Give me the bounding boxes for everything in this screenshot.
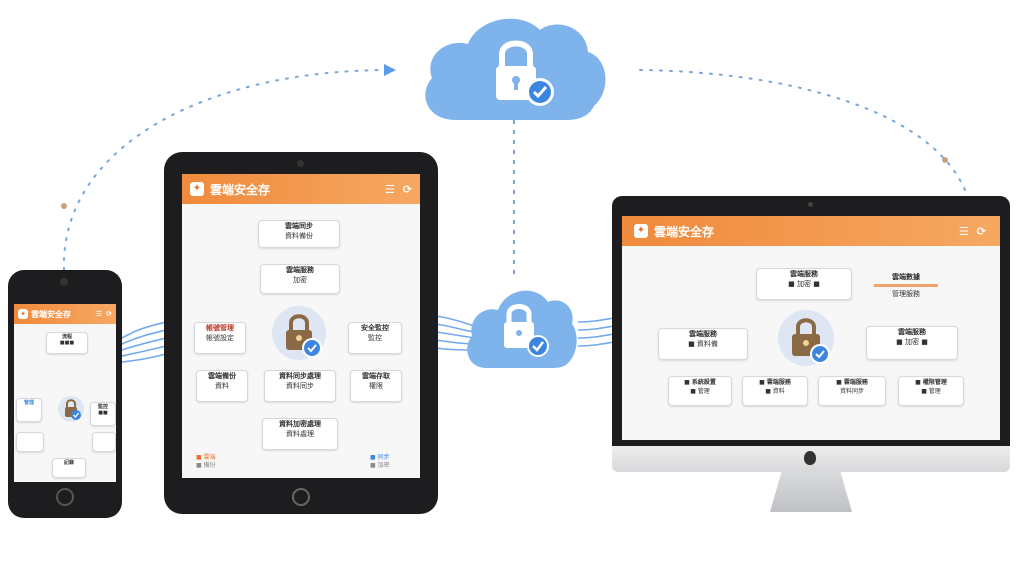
phone-tablet-fiber	[121, 321, 167, 363]
monitor-node-right[interactable]: 雲端服務 ■ 加密 ■	[866, 326, 958, 360]
tablet-node-mid-left[interactable]: 雲端備份 資料	[196, 370, 248, 402]
phone-lock	[58, 396, 84, 422]
monitor-cloud-link	[639, 69, 966, 191]
app-logo: ✦	[18, 309, 28, 319]
app-title: 雲端安全存	[654, 224, 715, 239]
refresh-icon[interactable]: ⟳	[976, 224, 986, 238]
phone-node-right[interactable]: 監控 ■■	[90, 402, 116, 426]
monitor-bezel: ✦ 雲端安全存 ☰ ⟳ 雲端服務 ■ 加密 ■ 雲端數據 管理服務 雲端服務 ■ …	[612, 196, 1010, 446]
monitor-node-b4[interactable]: ■ 權限管理 ■ 管理	[898, 376, 964, 406]
cloud-icon	[425, 18, 606, 121]
tablet-camera	[297, 160, 304, 167]
phone-node-left[interactable]: 管理	[16, 398, 42, 422]
lock-icon	[65, 399, 81, 420]
tablet-screen: ✦ 雲端安全存 ☰ ⟳ 雲端同步 資料備份 雲端服務 加密 帳號管理 帳號設定 安…	[182, 174, 420, 478]
monitor-lock	[778, 310, 834, 366]
filter-icon[interactable]: ☰	[958, 224, 969, 238]
tablet-device: ✦ 雲端安全存 ☰ ⟳ 雲端同步 資料備份 雲端服務 加密 帳號管理 帳號設定 安…	[164, 152, 438, 514]
lock-icon	[286, 314, 322, 358]
tablet-node-left[interactable]: 帳號管理 帳號設定	[194, 322, 246, 354]
filter-icon[interactable]: ☰	[95, 310, 103, 318]
app-logo: ✦	[634, 224, 648, 238]
top-cloud	[416, 10, 612, 126]
monitor-node-left[interactable]: 雲端服務 ■ 資料備	[658, 328, 748, 360]
phone-node-bottom[interactable]: 記錄	[52, 458, 86, 478]
tablet-node-top[interactable]: 雲端同步 資料備份	[258, 220, 340, 248]
tablet-node-mid-center[interactable]: 資料同步處理 資料同步	[264, 370, 336, 402]
middle-cloud	[462, 278, 580, 374]
phone-camera	[60, 278, 68, 286]
monitor-app-header: ✦ 雲端安全存 ☰ ⟳	[622, 216, 1000, 246]
app-logo: ✦	[190, 182, 204, 196]
phone-node-small-right[interactable]	[92, 432, 116, 452]
tablet-node-upper[interactable]: 雲端服務 加密	[260, 264, 340, 294]
phone-device: ✦ 雲端安全存 ☰⟳ 流程 ■■■ 管理 監控 ■■ 記錄	[8, 270, 122, 518]
cloud-monitor-fiber	[577, 317, 615, 347]
monitor-node-b1[interactable]: ■ 系統設置 ■ 管理	[668, 376, 732, 406]
phone-app-header: ✦ 雲端安全存 ☰⟳	[14, 304, 116, 324]
tablet-home-button[interactable]	[292, 488, 310, 506]
tablet-legend-right: ■ 同步 ■ 加密	[370, 454, 390, 469]
app-title: 雲端安全存	[210, 182, 271, 197]
phone-node-small-left[interactable]	[16, 432, 44, 452]
cloud-icon	[467, 290, 577, 368]
tablet-node-right[interactable]: 安全監控 監控	[348, 322, 402, 354]
tablet-node-mid-right[interactable]: 雲端存取 權限	[350, 370, 402, 402]
phone-node-top[interactable]: 流程 ■■■	[46, 332, 88, 354]
monitor-node-b2[interactable]: ■ 雲端服務 ■ 資料	[742, 376, 808, 406]
lock-icon	[792, 318, 830, 364]
tablet-legend-left: ■ 雲端 ■ 備份	[196, 454, 216, 469]
monitor-node-b3[interactable]: ■ 雲端服務 資料同步	[818, 376, 886, 406]
monitor-node-top-right: 雲端數據 管理服務	[874, 272, 938, 299]
monitor-stand	[770, 472, 852, 512]
monitor-screen: ✦ 雲端安全存 ☰ ⟳ 雲端服務 ■ 加密 ■ 雲端數據 管理服務 雲端服務 ■ …	[622, 216, 1000, 440]
app-title: 雲端安全存	[31, 309, 71, 319]
monitor-device: ✦ 雲端安全存 ☰ ⟳ 雲端服務 ■ 加密 ■ 雲端數據 管理服務 雲端服務 ■ …	[612, 196, 1010, 516]
monitor-chin	[612, 446, 1010, 472]
filter-icon[interactable]: ☰	[384, 182, 395, 196]
monitor-node-top-center[interactable]: 雲端服務 ■ 加密 ■	[756, 268, 852, 300]
tablet-app-header: ✦ 雲端安全存 ☰ ⟳	[182, 174, 420, 204]
phone-screen: ✦ 雲端安全存 ☰⟳ 流程 ■■■ 管理 監控 ■■ 記錄	[14, 304, 116, 482]
refresh-icon[interactable]: ⟳	[106, 310, 112, 318]
refresh-icon[interactable]: ⟳	[402, 182, 412, 196]
phone-home-button[interactable]	[56, 488, 74, 506]
tablet-lock	[272, 306, 326, 360]
tablet-node-bottom[interactable]: 資料加密處理 資料處理	[262, 418, 338, 450]
apple-logo-icon	[804, 451, 816, 465]
phone-cloud-link	[62, 64, 396, 271]
monitor-camera	[808, 202, 813, 207]
